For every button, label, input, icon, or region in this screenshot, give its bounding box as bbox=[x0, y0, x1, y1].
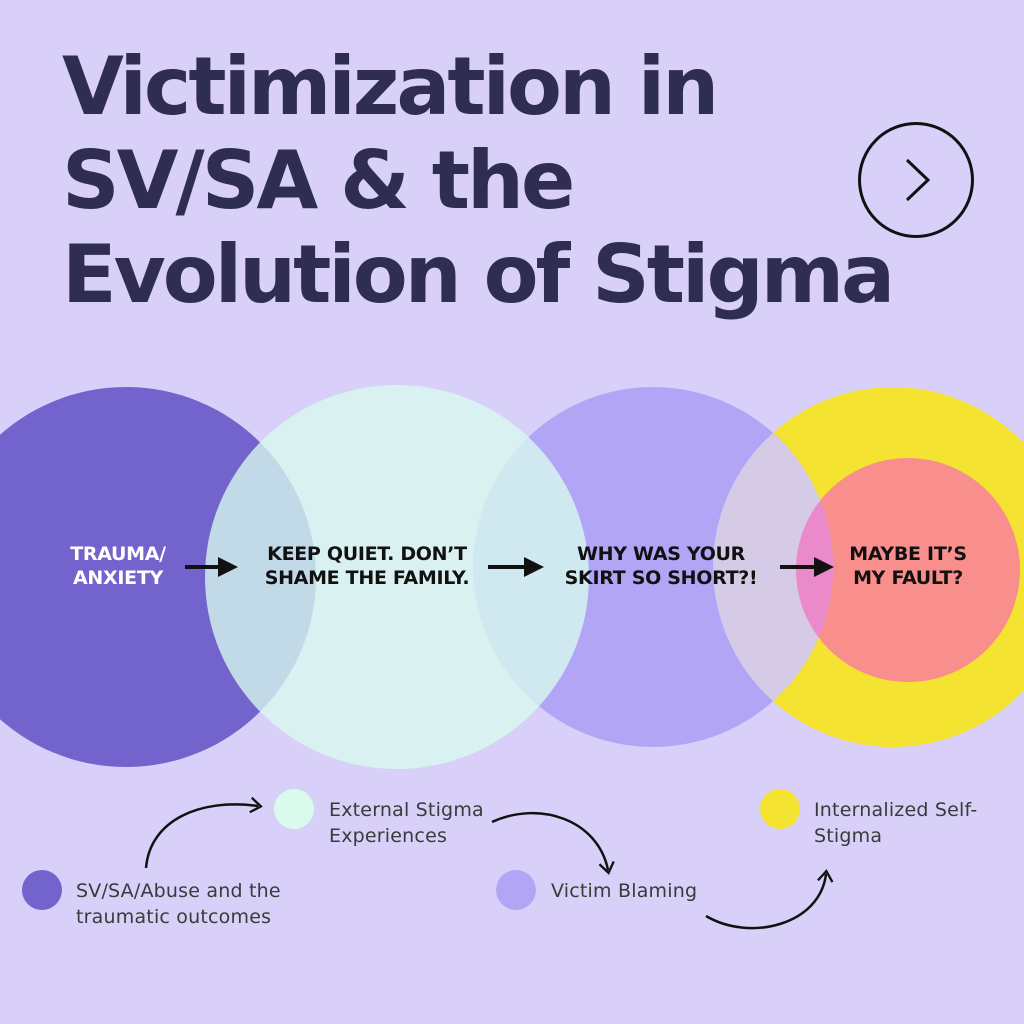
title-line-3: Evolution of Stigma bbox=[62, 228, 895, 321]
title-line-1: Victimization in bbox=[62, 40, 719, 133]
legend-dot-internalized bbox=[760, 789, 800, 829]
legend-label-external: External Stigma Experiences bbox=[329, 799, 484, 847]
legend-label-blaming: Victim Blaming bbox=[551, 880, 698, 902]
chevron-right-icon bbox=[905, 158, 931, 202]
external-circle bbox=[205, 385, 589, 769]
legend-label-internalized: Internalized Self- Stigma bbox=[814, 799, 978, 847]
next-button[interactable] bbox=[858, 122, 974, 238]
inner-circle bbox=[796, 458, 1020, 682]
page-title: Victimization in SV/SA & the Evolution o… bbox=[62, 40, 895, 322]
stage-label-trauma: TRAUMA/ ANXIETY bbox=[70, 543, 166, 589]
title-line-2: SV/SA & the bbox=[62, 134, 575, 227]
legend-dot-external bbox=[274, 789, 314, 829]
legend-label-trauma: SV/SA/Abuse and the traumatic outcomes bbox=[76, 880, 281, 928]
stage-label-internalized: MAYBE IT’S MY FAULT? bbox=[849, 543, 967, 589]
stage-label-external: KEEP QUIET. DON’T SHAME THE FAMILY. bbox=[264, 543, 470, 589]
stage-label-blaming: WHY WAS YOUR SKIRT SO SHORT?! bbox=[564, 543, 758, 589]
legend-dot-blaming bbox=[496, 870, 536, 910]
legend-dot-trauma bbox=[22, 870, 62, 910]
